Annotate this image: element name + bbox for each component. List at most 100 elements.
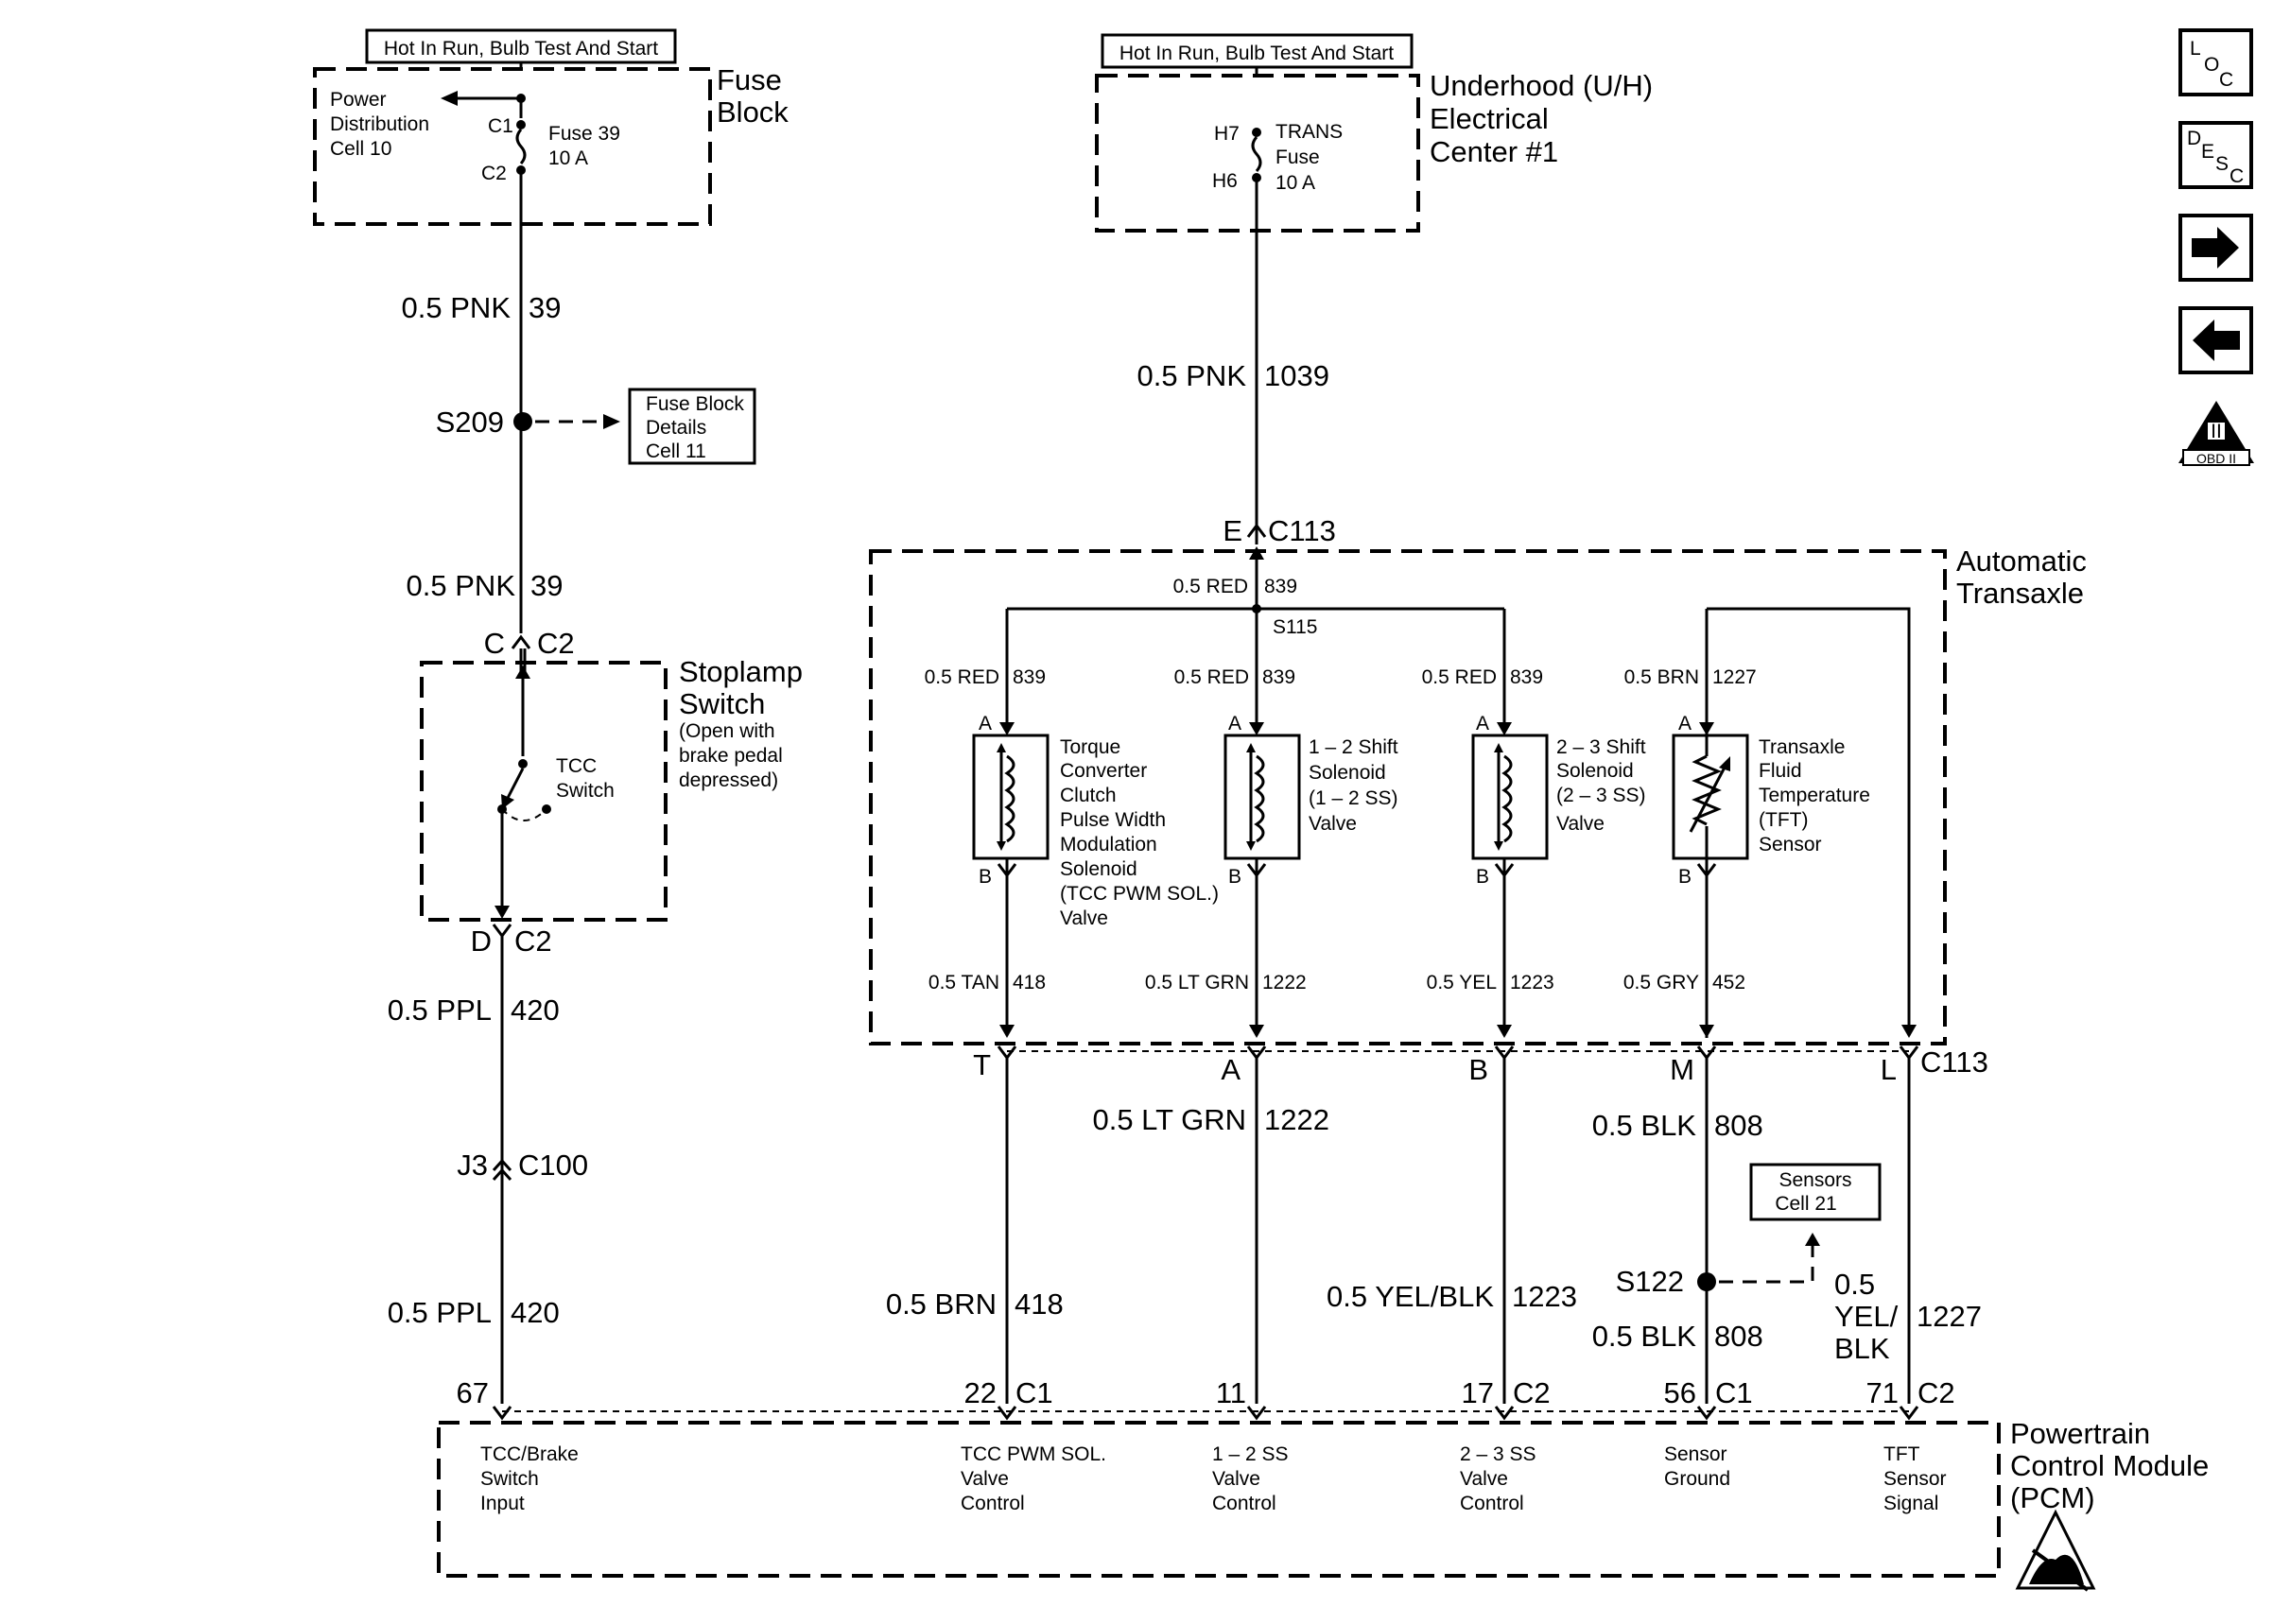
uh-title-3: Center #1 <box>1430 135 1558 168</box>
pcm-pin-71-conn: C2 <box>1917 1376 1955 1409</box>
pcm-in-4-2: Valve <box>1460 1468 1508 1490</box>
trans-fuse-3: 10 A <box>1275 172 1315 194</box>
comp2-pin-b: B <box>1228 866 1241 888</box>
comp1-pin-a: A <box>979 713 992 734</box>
c113-pin-l: L <box>1881 1053 1897 1086</box>
ss23-desc-3: (2 – 3 SS) <box>1556 785 1646 806</box>
wire-pnk-39-gauge-a: 0.5 PNK <box>402 291 512 324</box>
conn-c2-label-bottom: C2 <box>514 924 552 958</box>
wire-pnk-39-gauge-b: 0.5 PNK <box>407 569 516 602</box>
wire-blk-808-gauge-a: 0.5 BLK <box>1592 1109 1697 1142</box>
out-4-circuit: 452 <box>1712 972 1745 993</box>
out-2-gauge: 0.5 LT GRN <box>1145 972 1249 993</box>
comp3-pin-b: B <box>1476 866 1489 888</box>
connector-c100 <box>492 1158 512 1182</box>
red-in-circuit: 839 <box>1264 576 1297 597</box>
fuse-c2: C2 <box>481 163 507 184</box>
esd-warning-icon <box>2015 1509 2096 1592</box>
stoplamp-note-3: depressed) <box>679 769 778 791</box>
wire-pnk-1039-circuit: 1039 <box>1264 359 1329 392</box>
tcc-pwm-desc-1: Torque <box>1060 736 1120 758</box>
c113-pin-a: A <box>1221 1053 1241 1086</box>
pcm-pin-56: 56 <box>1664 1376 1696 1409</box>
fuse-block-title-2: Block <box>717 95 789 129</box>
stoplamp-title-2: Switch <box>679 687 765 720</box>
pcm-pin-71: 71 <box>1866 1376 1899 1409</box>
pcm-in-5-1: Sensor <box>1664 1443 1727 1465</box>
wire-brn-418-gauge: 0.5 BRN <box>886 1287 997 1321</box>
feed-2-circuit: 839 <box>1262 666 1295 688</box>
desc-d: D <box>2187 128 2201 149</box>
transaxle-title-1: Automatic <box>1956 544 2087 578</box>
trans-fuse-icon <box>1251 136 1262 172</box>
loc-button[interactable]: L O C <box>2178 28 2253 96</box>
wire-ppl-420-gauge-a: 0.5 PPL <box>388 993 492 1027</box>
pcm-pin-11: 11 <box>1216 1376 1246 1409</box>
wire-yelblk-1223-gauge: 0.5 YEL/BLK <box>1327 1280 1494 1313</box>
tcc-pwm-desc-7: (TCC PWM SOL.) <box>1060 883 1219 905</box>
desc-c: C <box>2230 165 2244 187</box>
stoplamp-title-1: Stoplamp <box>679 655 803 688</box>
next-button[interactable] <box>2178 214 2253 282</box>
pdc-label-2: Distribution <box>330 113 429 135</box>
ss23-desc-1: 2 – 3 Shift <box>1556 736 1646 758</box>
pcm-in-1-1: TCC/Brake <box>480 1443 579 1465</box>
pcm-in-3-1: 1 – 2 SS <box>1212 1443 1289 1465</box>
stoplamp-note-1: (Open with <box>679 720 775 742</box>
c100-label: C100 <box>518 1149 588 1182</box>
desc-button[interactable]: D E S C <box>2178 121 2253 189</box>
feed-3-circuit: 839 <box>1510 666 1543 688</box>
prev-button[interactable] <box>2178 306 2253 374</box>
tcc-switch-contact <box>504 768 525 803</box>
wire-pnk-39-circuit-a: 39 <box>529 291 561 324</box>
pcm-in-4-1: 2 – 3 SS <box>1460 1443 1536 1465</box>
pcm-pin-22: 22 <box>964 1376 997 1409</box>
stoplamp-switch: TCC Switch <box>420 648 668 922</box>
tft-sensor-icon <box>1672 734 1749 860</box>
comp4-pin-a: A <box>1678 713 1692 734</box>
arrow-right-icon <box>2192 227 2239 268</box>
c113-pin-b: B <box>1468 1053 1488 1086</box>
pdc-label-3: Cell 10 <box>330 138 391 160</box>
tcc-pwm-desc-4: Pulse Width <box>1060 809 1166 831</box>
fuse-block-title-1: Fuse <box>717 63 782 96</box>
ss23-desc-4: Valve <box>1556 813 1605 835</box>
splice-s122 <box>1697 1272 1716 1291</box>
out-4-gauge: 0.5 GRY <box>1623 972 1699 993</box>
red-in-gauge: 0.5 RED <box>1173 576 1248 597</box>
wire-blk-808-gauge-b: 0.5 BLK <box>1592 1320 1697 1353</box>
ss12-desc-1: 1 – 2 Shift <box>1309 736 1398 758</box>
out-3-gauge: 0.5 YEL <box>1427 972 1497 993</box>
fuse-39-label-2: 10 A <box>548 147 588 169</box>
feed-1-circuit: 839 <box>1013 666 1046 688</box>
tcc-pwm-desc-6: Solenoid <box>1060 858 1137 880</box>
fuse-block-details-ref[interactable] <box>628 388 756 465</box>
arrow-left-icon <box>2193 320 2240 361</box>
feed-4-circuit: 1227 <box>1712 666 1757 688</box>
pcm-pin-17: 17 <box>1462 1376 1494 1409</box>
pcm-in-6-2: Sensor <box>1883 1468 1947 1490</box>
tcc-pwm-desc-2: Converter <box>1060 760 1147 782</box>
wire-ppl-420-gauge-b: 0.5 PPL <box>388 1296 492 1329</box>
obd-ii-mark: II <box>2211 421 2222 442</box>
wire-yelblk-1223-circuit: 1223 <box>1512 1280 1577 1313</box>
desc-e: E <box>2201 141 2214 163</box>
wire-ppl-420-circuit-b: 420 <box>511 1296 560 1329</box>
pcm-in-3-3: Control <box>1212 1493 1276 1514</box>
pcm-title-3: (PCM) <box>2010 1481 2095 1514</box>
wire-ltgrn-1222-circuit: 1222 <box>1264 1103 1329 1136</box>
comp1-pin-b: B <box>979 866 992 888</box>
ss12-desc-3: (1 – 2 SS) <box>1309 787 1398 809</box>
tcc-pwm-desc-5: Modulation <box>1060 834 1157 855</box>
feed-2-gauge: 0.5 RED <box>1174 666 1249 688</box>
pcm-pin-22-conn: C1 <box>1015 1376 1053 1409</box>
trans-fuse-1: TRANS <box>1275 121 1343 143</box>
splice-s209-label: S209 <box>436 406 504 439</box>
obd-ii-button[interactable]: II OBD II <box>2178 401 2254 466</box>
fuse-39-label-1: Fuse 39 <box>548 123 620 145</box>
uh-title-1: Underhood (U/H) <box>1430 69 1653 102</box>
sensors-ref-2: Cell 21 <box>1775 1193 1836 1215</box>
pcm-pin-56-conn: C1 <box>1715 1376 1753 1409</box>
sensors-cell-21-ref[interactable] <box>1749 1163 1882 1221</box>
